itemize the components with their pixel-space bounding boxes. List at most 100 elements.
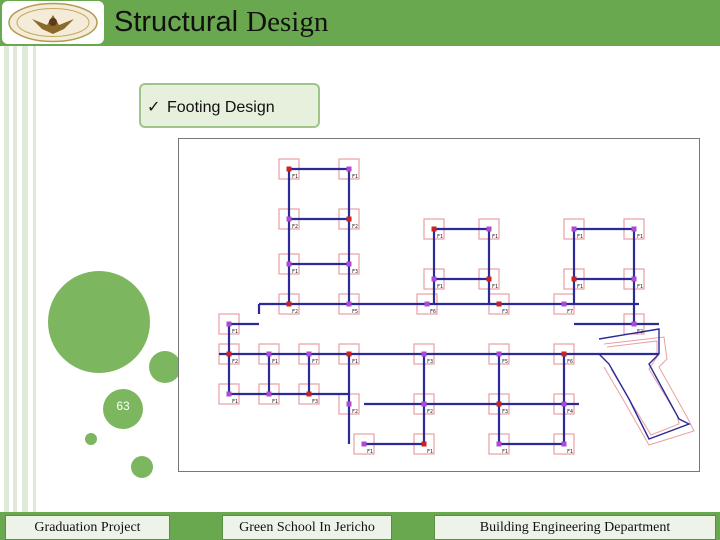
- plan-column: [571, 276, 577, 282]
- plan-footing-label: F7: [567, 309, 573, 315]
- footer-right: Building Engineering Department: [434, 515, 716, 540]
- plan-column: [346, 351, 352, 357]
- plan-footing-label: F2: [427, 409, 433, 415]
- plan-footing-label: F6: [430, 309, 436, 315]
- plan-column: [431, 276, 437, 282]
- plan-column: [561, 301, 567, 307]
- bullet-text: Footing Design: [167, 99, 275, 116]
- plan-column: [421, 351, 427, 357]
- plan-footing-label: F1: [232, 399, 238, 405]
- plan-column: [496, 351, 502, 357]
- plan-footing-label: F1: [292, 269, 298, 275]
- plan-column: [346, 166, 352, 172]
- plan-column: [496, 401, 502, 407]
- plan-footing-label: F4: [567, 409, 573, 415]
- plan-footing-label: F1: [272, 399, 278, 405]
- plan-footing-label: F1: [577, 284, 583, 290]
- plan-column: [226, 321, 232, 327]
- plan-footing-label: F1: [492, 234, 498, 240]
- plan-footing-label: F5: [352, 309, 358, 315]
- plan-column: [631, 321, 637, 327]
- plan-column: [286, 166, 292, 172]
- decor-circle-small: [85, 433, 97, 445]
- plan-column: [561, 441, 567, 447]
- plan-column: [496, 301, 502, 307]
- checkmark-icon: ✓: [147, 99, 161, 116]
- plan-footing-label: F1: [637, 234, 643, 240]
- plan-column: [286, 301, 292, 307]
- plan-footing-label: F1: [367, 449, 373, 455]
- decorative-bars: [0, 46, 40, 512]
- plan-footing-label: F1: [567, 449, 573, 455]
- plan-column: [226, 351, 232, 357]
- title-part2: Design: [246, 6, 329, 38]
- plan-column: [486, 226, 492, 232]
- plan-footing-label: F2: [637, 329, 643, 335]
- plan-wing-footing: [603, 336, 695, 446]
- decor-circle-medium: [149, 351, 181, 383]
- plan-column: [421, 441, 427, 447]
- plan-column: [361, 441, 367, 447]
- plan-footing-label: F3: [352, 269, 358, 275]
- plan-column: [346, 401, 352, 407]
- plan-column: [431, 226, 437, 232]
- plan-column: [346, 301, 352, 307]
- plan-column: [286, 216, 292, 222]
- plan-wing-beam: [598, 328, 691, 440]
- plan-column: [266, 351, 272, 357]
- plan-footing-label: F2: [352, 224, 358, 230]
- plan-footing-label: F1: [437, 234, 443, 240]
- plan-footing-label: F2: [352, 409, 358, 415]
- plan-footing-label: F5: [502, 359, 508, 365]
- plan-footing-label: F1: [427, 449, 433, 455]
- plan-wing-footing-inner: [606, 340, 680, 436]
- plan-footing-label: F3: [312, 399, 318, 405]
- plan-footing-label: F2: [292, 309, 298, 315]
- plan-column: [346, 216, 352, 222]
- plan-footing-label: F1: [577, 234, 583, 240]
- plan-column: [226, 391, 232, 397]
- footer-left: Graduation Project: [5, 515, 170, 540]
- plan-column: [424, 301, 430, 307]
- bullet-callout: ✓ Footing Design: [139, 83, 320, 128]
- page-title: Structural Design: [114, 6, 328, 39]
- plan-footing-label: F3: [502, 409, 508, 415]
- plan-footing-label: F6: [567, 359, 573, 365]
- plan-footing-label: F3: [427, 359, 433, 365]
- plan-footing-label: F1: [292, 174, 298, 180]
- plan-footing-label: F2: [292, 224, 298, 230]
- plan-column: [306, 391, 312, 397]
- plan-footing-label: F1: [492, 284, 498, 290]
- plan-column: [306, 351, 312, 357]
- plan-footing-label: F1: [352, 174, 358, 180]
- plan-footing-label: F1: [437, 284, 443, 290]
- decor-circle-small-2: [131, 456, 153, 478]
- plan-footing-label: F1: [637, 284, 643, 290]
- footer-center: Green School In Jericho: [222, 515, 392, 540]
- plan-footing-label: F1: [232, 329, 238, 335]
- plan-column: [266, 391, 272, 397]
- title-part1: Structural: [114, 6, 239, 38]
- plan-column: [496, 441, 502, 447]
- plan-column: [346, 261, 352, 267]
- plan-footing-label: F1: [272, 359, 278, 365]
- plan-footing-label: F1: [502, 449, 508, 455]
- plan-footing-label: F1: [352, 359, 358, 365]
- plan-column: [561, 351, 567, 357]
- plan-column: [286, 261, 292, 267]
- university-logo: [2, 1, 104, 44]
- plan-column: [631, 276, 637, 282]
- slide-number: 63: [116, 399, 130, 413]
- plan-footing-label: F7: [312, 359, 318, 365]
- slide-number-circle: [103, 389, 143, 429]
- plan-column: [421, 401, 427, 407]
- header-bar: [0, 0, 720, 46]
- plan-footing-label: F3: [502, 309, 508, 315]
- decor-circle-large: [48, 271, 150, 373]
- plan-column: [561, 401, 567, 407]
- plan-column: [486, 276, 492, 282]
- plan-footing-label: F2: [232, 359, 238, 365]
- plan-column: [571, 226, 577, 232]
